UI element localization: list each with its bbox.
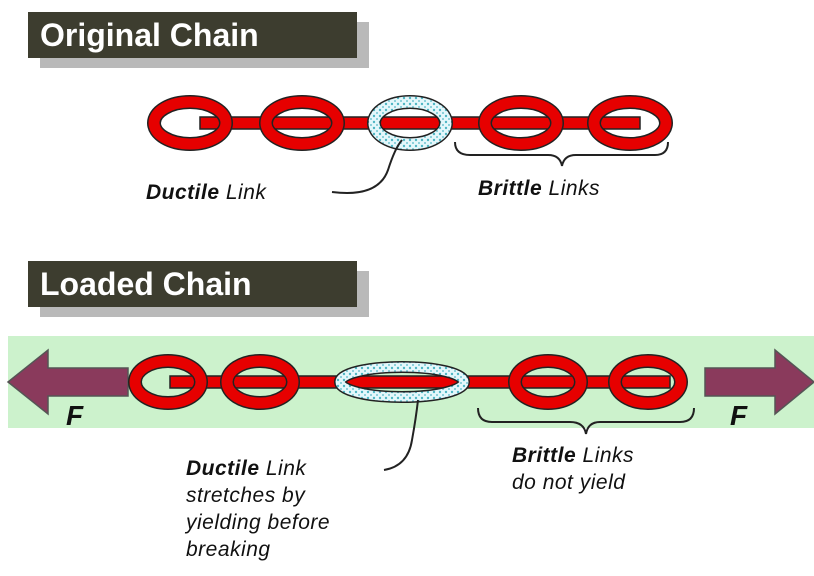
- loaded-link-4: [508, 354, 588, 410]
- original-chain: [147, 95, 673, 194]
- original-brittle-brace: [454, 141, 669, 167]
- original-ductile-rest: Link: [225, 181, 267, 204]
- right-force-label: F: [730, 400, 748, 431]
- loaded-brittle-brace: [477, 407, 695, 435]
- original-ductile-leader: [331, 139, 403, 194]
- original-link-5: [587, 95, 673, 151]
- loaded-brittle-line1: Brittle Links: [512, 442, 634, 469]
- original-brittle-label: Brittle Links: [478, 175, 600, 202]
- original-brittle-bold: Brittle: [478, 177, 543, 200]
- loaded-brittle-rest: Links: [582, 444, 635, 467]
- right-force-arrow: [704, 348, 814, 416]
- loaded-link-1: [128, 354, 208, 410]
- left-force-label: F: [66, 400, 84, 431]
- loaded-ductile-rest: Link: [265, 457, 307, 480]
- loaded-chain: [6, 348, 814, 471]
- loaded-ductile-bold: Ductile: [186, 457, 260, 480]
- original-brittle-rest: Links: [548, 177, 601, 200]
- loaded-link-5: [608, 354, 688, 410]
- loaded-ductile-label: Ductile Link stretches by yielding befor…: [186, 455, 330, 563]
- original-link-1: [147, 95, 233, 151]
- original-ductile-bold: Ductile: [146, 181, 220, 204]
- original-link-4: [478, 95, 564, 151]
- loaded-ductile-line3: yielding before: [186, 511, 331, 534]
- loaded-brittle-bold: Brittle: [512, 444, 577, 467]
- original-chain-title: Original Chain: [28, 12, 357, 58]
- loaded-ductile-link: [334, 361, 470, 403]
- original-link-2: [259, 95, 345, 151]
- loaded-ductile-line2: stretches by: [186, 484, 306, 507]
- loaded-chain-connector: [169, 375, 671, 389]
- original-ductile-label: Ductile Link: [146, 179, 266, 206]
- loaded-chain-title: Loaded Chain: [28, 261, 357, 307]
- loaded-brittle-line2: do not yield: [512, 471, 626, 494]
- loaded-ductile-leader: [383, 399, 419, 471]
- chain-connector: [199, 116, 641, 130]
- loaded-ductile-line4: breaking: [186, 538, 271, 561]
- loaded-brittle-label: Brittle Links do not yield: [512, 442, 634, 496]
- original-ductile-link: [367, 95, 453, 151]
- loaded-link-2: [220, 354, 300, 410]
- loaded-ductile-line1: Ductile Link: [186, 455, 330, 482]
